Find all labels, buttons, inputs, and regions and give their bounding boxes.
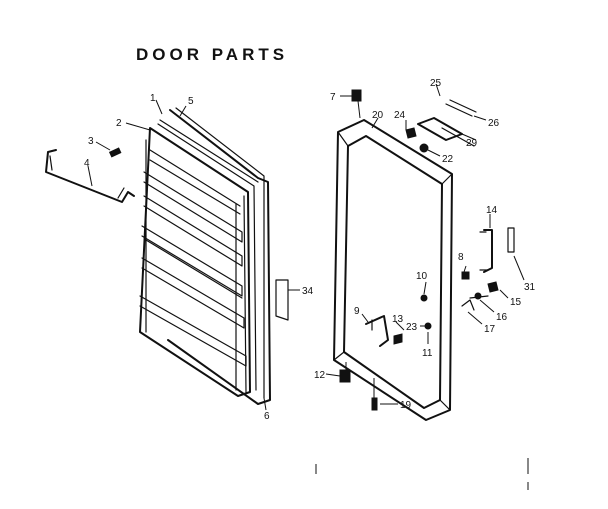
handle-trim-parts-25-26-29 bbox=[417, 99, 487, 147]
door-shelf-2 bbox=[143, 195, 243, 267]
callout-7: 7 bbox=[330, 92, 336, 103]
callout-6: 6 bbox=[264, 411, 270, 422]
diagram-title: DOOR PARTS bbox=[136, 45, 288, 64]
callout-13: 13 bbox=[392, 314, 404, 325]
door-shelf-1 bbox=[143, 171, 243, 243]
callout-17: 17 bbox=[484, 324, 496, 335]
door-frame-inner bbox=[343, 135, 443, 409]
callout-20: 20 bbox=[372, 110, 384, 121]
handle-part-14 bbox=[479, 214, 493, 273]
small-hardware bbox=[420, 265, 509, 325]
door-shelf-4 bbox=[141, 257, 245, 329]
callout-4: 4 bbox=[84, 158, 90, 169]
callout-29: 29 bbox=[466, 138, 478, 149]
door-liner bbox=[139, 127, 251, 397]
callout-19: 19 bbox=[400, 400, 412, 411]
callout-10: 10 bbox=[416, 271, 428, 282]
callout-26: 26 bbox=[488, 118, 500, 129]
screw-part-19 bbox=[371, 378, 398, 411]
fasteners-part-24-22 bbox=[405, 127, 441, 157]
callout-22: 22 bbox=[442, 154, 454, 165]
bar-part-31 bbox=[507, 227, 525, 281]
callout-16: 16 bbox=[496, 312, 508, 323]
part-34 bbox=[275, 279, 300, 321]
lower-hinge-hardware bbox=[361, 313, 432, 347]
screw-part-3 bbox=[95, 141, 122, 158]
door-shelf-5 bbox=[139, 295, 247, 367]
door-frame-assembly bbox=[333, 119, 453, 421]
callout-24: 24 bbox=[394, 110, 406, 121]
door-panel-assembly bbox=[139, 107, 271, 405]
callout-5: 5 bbox=[188, 96, 194, 107]
door-frame-outer bbox=[333, 119, 453, 421]
callout-11: 11 bbox=[422, 348, 433, 359]
callout-9: 9 bbox=[354, 306, 360, 317]
callout-23: 23 bbox=[406, 322, 418, 333]
callout-2: 2 bbox=[116, 118, 122, 129]
door-rack-part-4 bbox=[45, 149, 135, 203]
callout-1: 1 bbox=[150, 93, 156, 104]
hinge-part-12 bbox=[325, 362, 351, 383]
callout-31: 31 bbox=[524, 282, 536, 293]
callout-15: 15 bbox=[510, 297, 522, 308]
callout-8: 8 bbox=[458, 252, 464, 263]
callout-14: 14 bbox=[486, 205, 498, 216]
door-shelf-3 bbox=[141, 225, 243, 297]
callout-12: 12 bbox=[314, 370, 326, 381]
callout-25: 25 bbox=[430, 78, 442, 89]
callout-3: 3 bbox=[88, 136, 94, 147]
hinge-part-7 bbox=[340, 89, 362, 119]
callout-34: 34 bbox=[302, 286, 314, 297]
